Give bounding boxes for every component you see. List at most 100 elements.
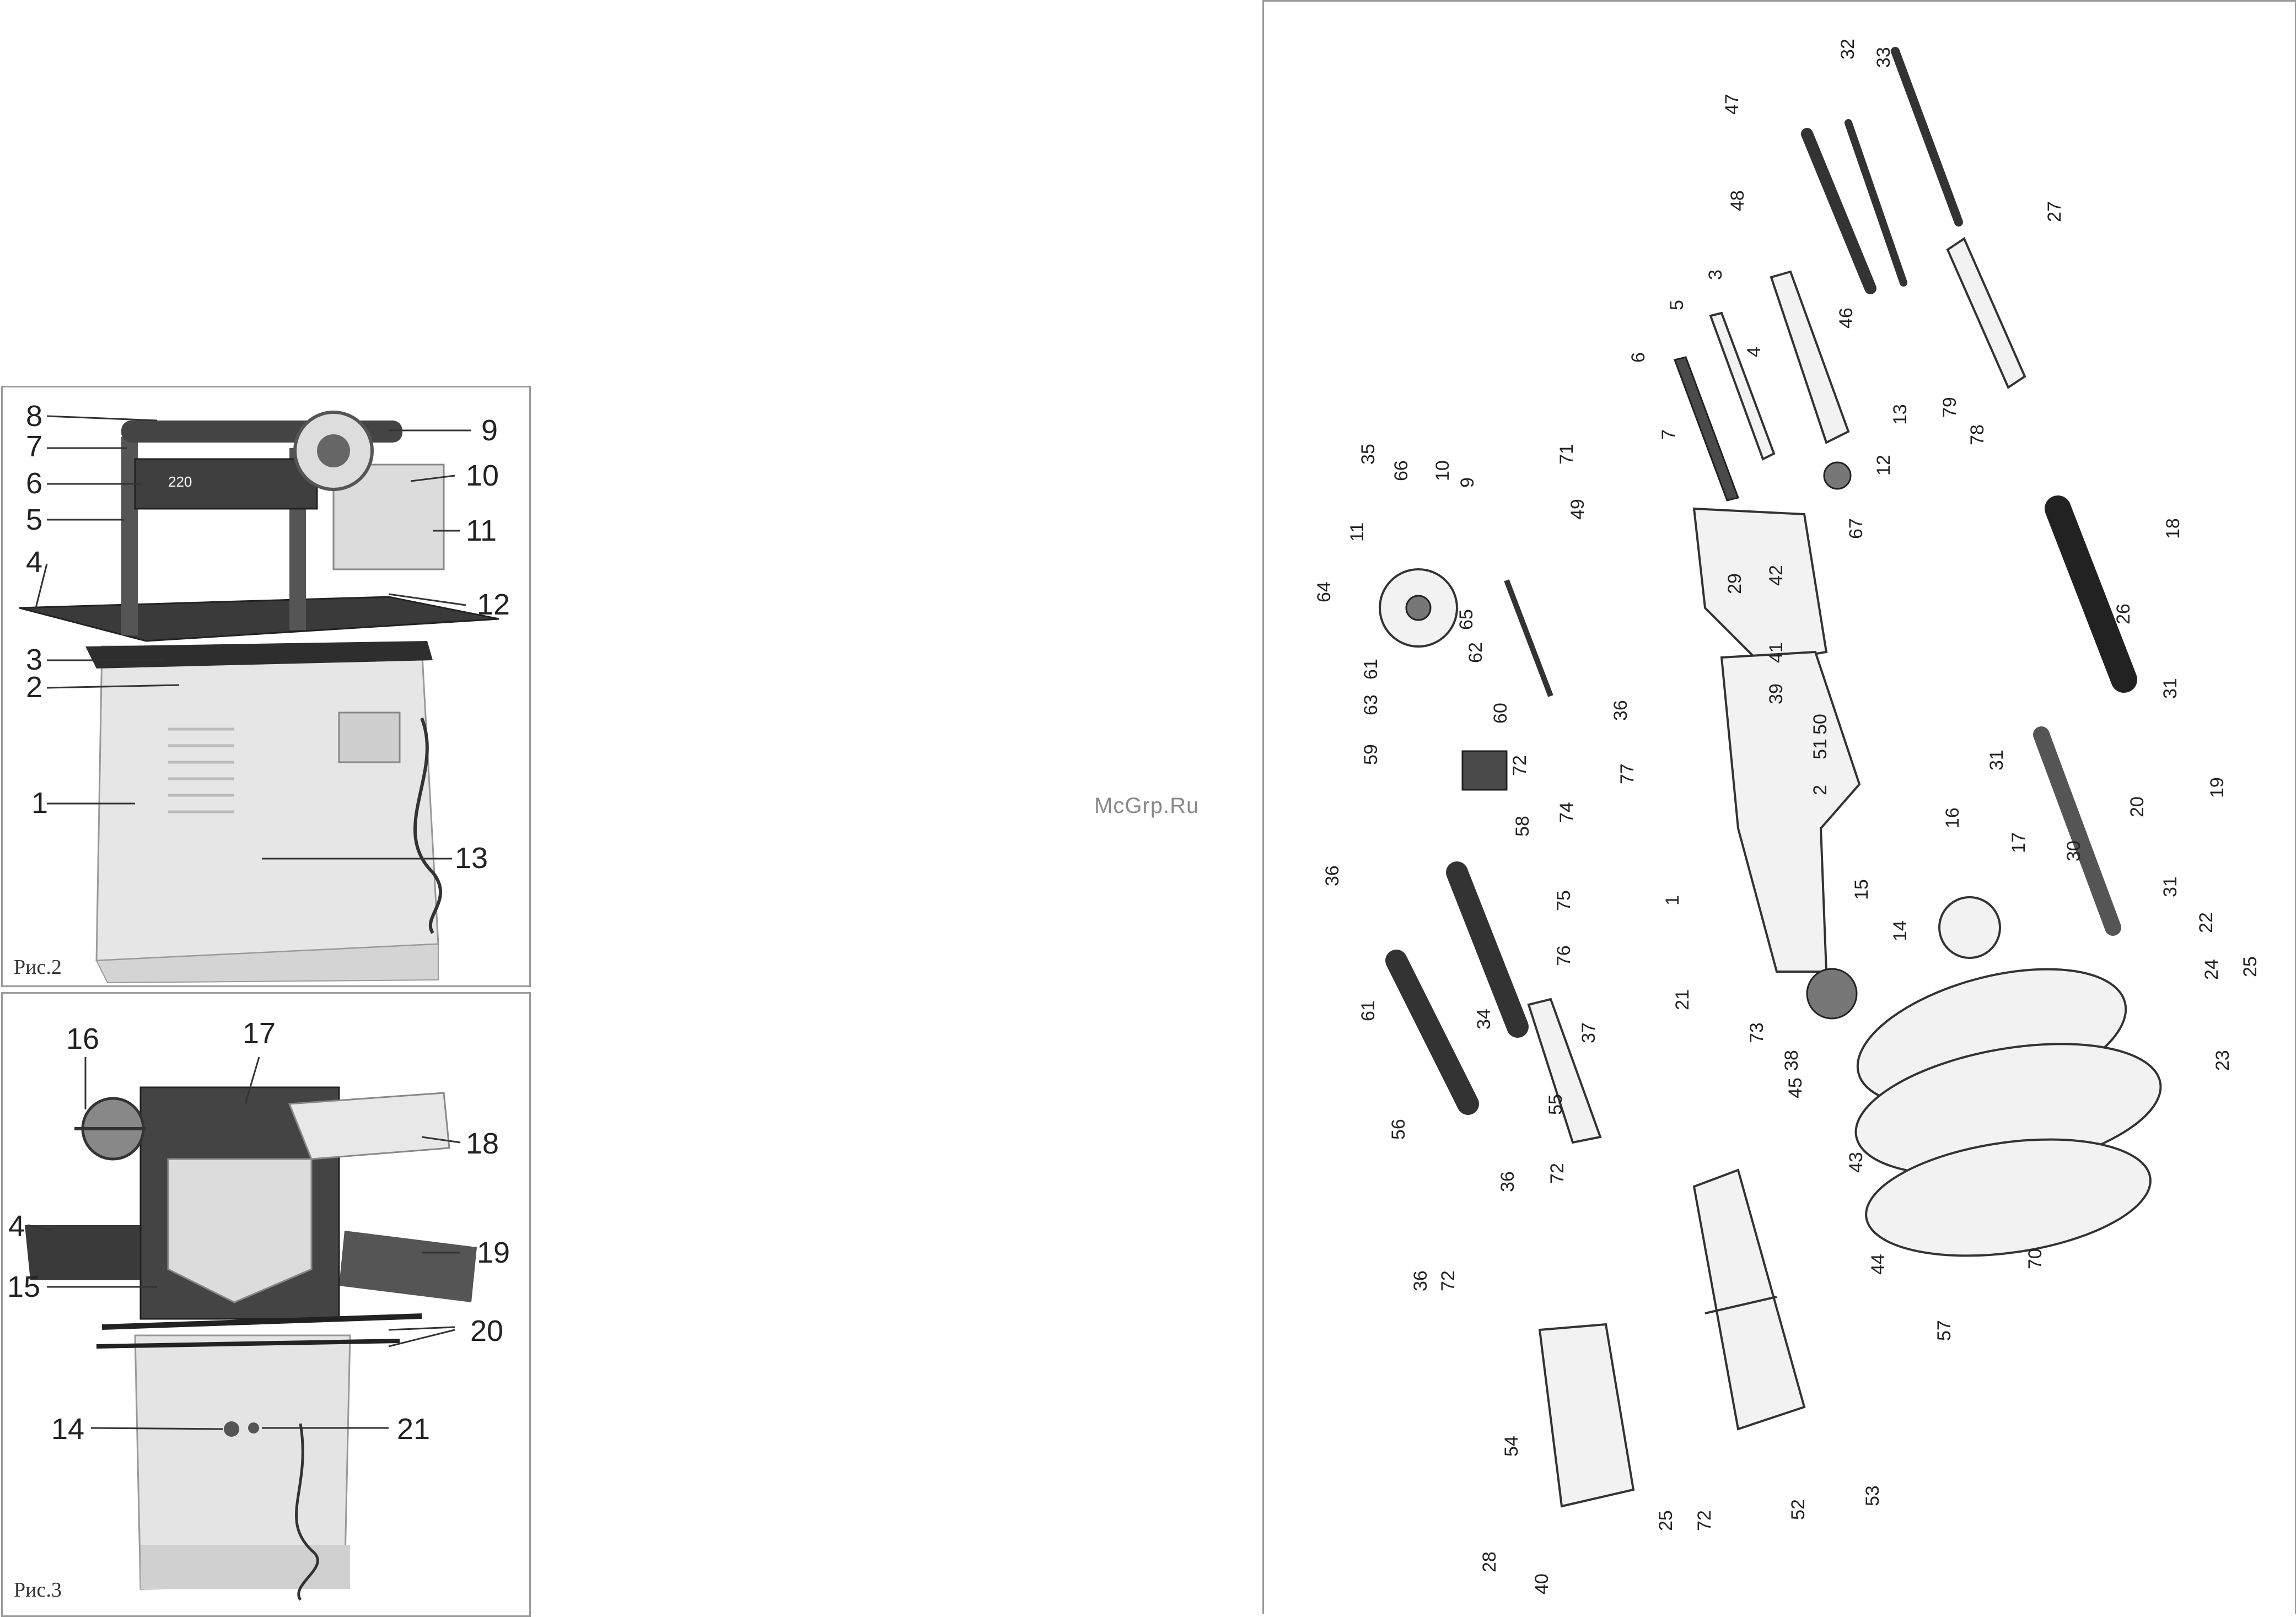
pn-23: 23 <box>2212 1050 2233 1071</box>
fig2-label-8: 8 <box>26 400 42 433</box>
fig3-label-15: 15 <box>7 1270 40 1303</box>
fig3-label-4: 4 <box>8 1210 25 1243</box>
pn-63: 63 <box>1361 694 1381 715</box>
pn-36d: 36 <box>1410 1270 1431 1291</box>
pn-19: 19 <box>2207 777 2228 798</box>
pn-62: 62 <box>1465 642 1486 663</box>
pn-34: 34 <box>1474 1009 1494 1030</box>
model-badge: 220 <box>168 473 192 490</box>
pn-76: 76 <box>1553 945 1574 966</box>
pn-38: 38 <box>1781 1050 1802 1071</box>
pn-17: 17 <box>2008 832 2029 853</box>
pn-71: 71 <box>1556 444 1577 465</box>
pn-59: 59 <box>1361 744 1381 765</box>
pn-46: 46 <box>1836 308 1857 328</box>
pn-36c: 36 <box>1497 1171 1518 1192</box>
pn-73: 73 <box>1746 1022 1767 1043</box>
planer-illustration: 220 8 7 6 5 4 3 2 1 9 10 11 12 13 <box>19 400 510 984</box>
pn-72b: 72 <box>1547 1163 1568 1184</box>
planer-side-illustration: 16 17 18 4 19 15 20 14 21 <box>7 1017 510 1601</box>
fig3-label-19: 19 <box>477 1236 510 1269</box>
pn-43: 43 <box>1846 1152 1867 1173</box>
fig3-label-17: 17 <box>243 1017 276 1050</box>
pn-15: 15 <box>1851 879 1872 900</box>
pn-14: 14 <box>1890 920 1911 941</box>
pn-52: 52 <box>1788 1499 1809 1520</box>
pn-49: 49 <box>1567 499 1588 520</box>
fig2-label-2: 2 <box>26 671 42 704</box>
exploded-parts-diagram: 47 32 33 48 3 46 27 5 4 6 13 12 7 79 78 … <box>1262 0 2296 1614</box>
fig3-label-14: 14 <box>51 1413 84 1446</box>
pn-2: 2 <box>1810 785 1831 795</box>
pn-58: 58 <box>1512 816 1533 837</box>
fig3-label-21: 21 <box>397 1413 430 1446</box>
fig2-label-10: 10 <box>466 459 499 492</box>
pn-33: 33 <box>1873 47 1894 68</box>
pn-64: 64 <box>1314 581 1335 602</box>
pn-41: 41 <box>1766 642 1787 663</box>
pn-3: 3 <box>1705 270 1726 280</box>
pn-29: 29 <box>1724 573 1745 594</box>
pn-67: 67 <box>1846 518 1867 539</box>
fig2-caption: Рис.2 <box>14 956 62 979</box>
pn-24: 24 <box>2201 959 2222 980</box>
pn-1: 1 <box>1662 895 1683 905</box>
pn-48: 48 <box>1727 190 1748 211</box>
pn-66: 66 <box>1391 460 1412 481</box>
pn-57: 57 <box>1934 1320 1955 1341</box>
pn-74: 74 <box>1556 802 1577 823</box>
pn-26: 26 <box>2113 603 2134 624</box>
pn-61b: 61 <box>1358 1000 1379 1021</box>
pn-36b: 36 <box>1322 865 1343 886</box>
pn-35: 35 <box>1358 444 1379 465</box>
pn-7: 7 <box>1658 429 1679 440</box>
pn-78: 78 <box>1967 424 1988 445</box>
pn-25b: 25 <box>1655 1510 1676 1531</box>
pn-39: 39 <box>1766 683 1787 704</box>
pn-40: 40 <box>1531 1573 1552 1594</box>
pn-65: 65 <box>1456 609 1477 630</box>
fig2-label-11: 11 <box>466 514 497 547</box>
pn-53: 53 <box>1862 1485 1883 1506</box>
fig2-label-13: 13 <box>455 842 488 875</box>
pn-61: 61 <box>1361 659 1381 680</box>
pn-45: 45 <box>1785 1077 1806 1098</box>
pn-47: 47 <box>1722 94 1743 115</box>
pn-13: 13 <box>1890 404 1911 425</box>
fig3-caption: Рис.3 <box>14 1578 62 1602</box>
pn-72c: 72 <box>1438 1270 1459 1291</box>
pn-37: 37 <box>1578 1022 1599 1043</box>
pn-42: 42 <box>1766 565 1787 586</box>
pn-31b: 31 <box>1986 750 2007 770</box>
fig3-label-16: 16 <box>66 1022 99 1055</box>
pn-21: 21 <box>1672 989 1693 1010</box>
pn-60: 60 <box>1490 703 1511 724</box>
fig2-label-1: 1 <box>31 786 48 820</box>
pn-6: 6 <box>1628 352 1649 363</box>
pn-72a: 72 <box>1509 755 1530 776</box>
pn-50: 50 <box>1810 714 1831 735</box>
pn-70: 70 <box>2025 1248 2046 1269</box>
pn-27: 27 <box>2044 201 2065 222</box>
fig2-label-4: 4 <box>26 546 42 579</box>
pn-55: 55 <box>1545 1094 1566 1115</box>
pn-72d: 72 <box>1694 1510 1715 1531</box>
pn-22: 22 <box>2196 912 2217 933</box>
fig2-label-5: 5 <box>26 503 42 536</box>
part-number-labels: 47 32 33 48 3 46 27 5 4 6 13 12 7 79 78 … <box>1314 39 2261 1594</box>
pn-12: 12 <box>1873 455 1894 476</box>
pn-28: 28 <box>1479 1551 1500 1572</box>
pn-31a: 31 <box>2160 678 2181 699</box>
fig2-label-12: 12 <box>477 588 510 621</box>
fig2-label-6: 6 <box>26 467 42 500</box>
pn-54: 54 <box>1501 1436 1522 1457</box>
exploded-view: 47 32 33 48 3 46 27 5 4 6 13 12 7 79 78 … <box>1314 39 2261 1594</box>
pn-51: 51 <box>1810 739 1831 759</box>
pn-9: 9 <box>1457 477 1478 488</box>
pn-16: 16 <box>1942 807 1963 828</box>
pn-10: 10 <box>1432 460 1453 481</box>
pn-36: 36 <box>1610 700 1631 721</box>
pn-18: 18 <box>2163 518 2184 539</box>
pn-44: 44 <box>1868 1254 1889 1275</box>
fig3-label-20: 20 <box>470 1314 503 1348</box>
